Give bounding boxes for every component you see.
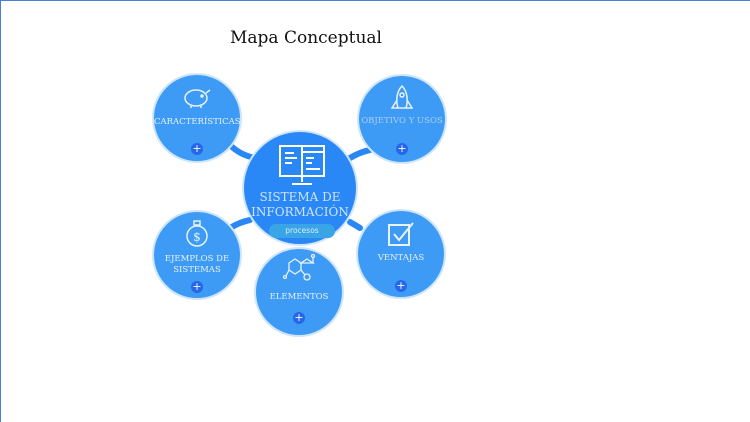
node-objetivo-usos[interactable]: OBJETIVO Y USOS + xyxy=(357,74,447,164)
node-caracteristicas[interactable]: CARACTERÍSTICAS + xyxy=(152,73,242,163)
piggy-bank-icon xyxy=(184,89,211,108)
money-bag-icon: $ xyxy=(186,220,208,247)
monitor-icon xyxy=(279,145,325,185)
svg-text:$: $ xyxy=(193,230,201,244)
node-ventajas[interactable]: VENTAJAS + xyxy=(356,209,446,299)
expand-button[interactable]: + xyxy=(396,142,408,155)
connector-ejemplos xyxy=(227,217,253,231)
procesos-tag[interactable]: procesos xyxy=(269,224,335,238)
expand-button[interactable]: + xyxy=(293,311,305,324)
expand-button[interactable]: + xyxy=(191,280,203,293)
rocket-icon xyxy=(390,84,414,109)
node-elementos[interactable]: ELEMENTOS + xyxy=(254,247,344,337)
connector-objetivo xyxy=(347,147,373,161)
connector-ventajas xyxy=(347,219,363,231)
molecule-icon xyxy=(282,253,316,281)
node-ejemplos-sistemas[interactable]: $ EJEMPLOS DE SISTEMAS + xyxy=(152,210,242,300)
expand-button[interactable]: + xyxy=(395,279,407,292)
expand-button[interactable]: + xyxy=(191,142,203,155)
page-title: Mapa Conceptual xyxy=(230,28,382,48)
checkbox-icon xyxy=(388,222,414,246)
